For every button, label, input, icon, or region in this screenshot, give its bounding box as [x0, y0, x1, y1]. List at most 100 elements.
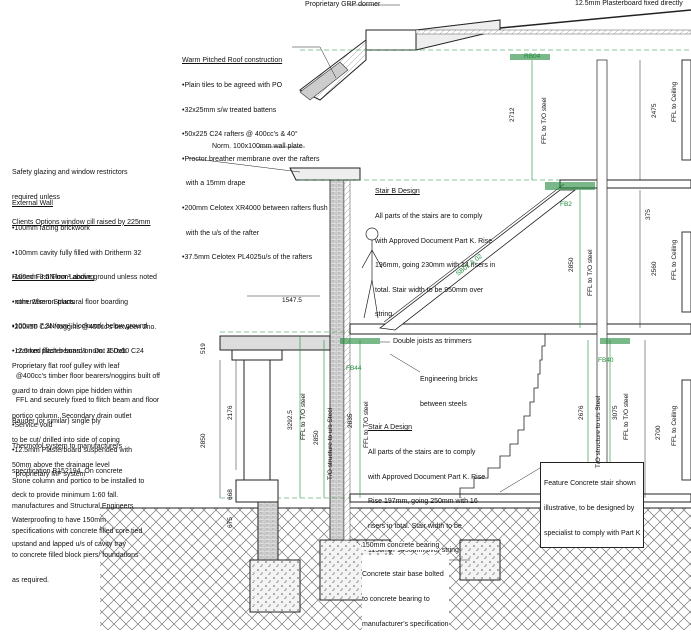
- bauder-line: specification B152194. On concrete: [12, 467, 123, 475]
- stair-b-line: string.: [375, 311, 395, 319]
- external-wall-line: otherwise on plans: [12, 298, 75, 306]
- portico-column: [243, 359, 271, 481]
- external-wall-heading: External Wall: [12, 200, 53, 208]
- dim-2850-mid: 2850: [568, 257, 575, 272]
- label-structure-a: T/O structure to u/s Steel: [327, 407, 334, 480]
- dim-2676: 2676: [578, 405, 585, 420]
- dim-2176: 2176: [227, 405, 234, 420]
- roof-tiles: [299, 61, 349, 101]
- external-wall-line: •100mm cavity fully filled with Dritherm…: [12, 249, 142, 257]
- roof-note-line: •50x225 C24 rafters @ 400cc's & 40°: [182, 131, 298, 139]
- roof-note: Warm Pitched Roof construction •Plain ti…: [182, 41, 328, 271]
- label-ffl-steel-mid: FFL to T/O steel: [587, 249, 594, 296]
- label-ffl-ceiling-mid: FFL to Ceiling: [671, 239, 678, 280]
- stair-b-line: total. Stair width to be 950mm over: [375, 286, 484, 294]
- dim-2712: 2712: [509, 107, 516, 122]
- dim-2475: 2475: [651, 103, 658, 118]
- tag-sb01: SB01 & 02: [455, 253, 484, 278]
- label-ffl-steel-top: FFL to T/O steel: [541, 97, 548, 144]
- dim-2850-col: 2850: [313, 430, 320, 445]
- bauder-line: upstand and lapped u/s of cavity tray: [12, 541, 127, 549]
- roof-note-heading: Warm Pitched Roof construction: [182, 57, 283, 65]
- raised-floor-line: proprietary MF system: [12, 471, 86, 479]
- person-figure: [361, 227, 383, 319]
- stone-column-line: manufactures and Structural Engineers: [12, 503, 134, 511]
- wall-plate-note: Norm. 100x100mm wall plate: [212, 143, 303, 150]
- bauder-line: deck to provide minimum 1:60 fall.: [12, 492, 119, 500]
- flat-roof-line: guard to drain down pipe hidden within: [12, 388, 132, 396]
- bauder-line: Waterproofing to have 150mm: [12, 516, 106, 524]
- feature-stair-line: illustrative, to be designed by: [544, 505, 635, 513]
- stone-column-note: Stone column and portico to be installed…: [12, 462, 144, 593]
- engineering-bricks-line: Engineering bricks: [420, 376, 478, 384]
- stair-a-note: Stair A Design All parts of the stairs a…: [368, 408, 485, 564]
- feature-stair-line: specialist to comply with Part K: [544, 529, 641, 537]
- stair-base-note: Concrete stair base bolted to concrete b…: [362, 555, 449, 637]
- window-low: [681, 379, 691, 481]
- stair-a-heading: Stair A Design: [368, 424, 412, 432]
- steel-beam-rb04: [510, 54, 550, 60]
- safety-note: Safety glazing and window restrictors re…: [12, 153, 151, 235]
- safety-line: Safety glazing and window restrictors: [12, 169, 128, 177]
- stair-base-line: Concrete stair base bolted: [362, 571, 444, 579]
- column-base: [235, 479, 279, 503]
- label-structure-b: T/O structure to u/s Steel: [595, 395, 602, 468]
- stair-b-line: All parts of the stairs are to comply: [375, 213, 483, 221]
- safety-line: required unless: [12, 194, 60, 202]
- flat-roof-line: to be cut/ drilled into side of coping: [12, 437, 120, 445]
- stair-a-line: All parts of the stairs are to comply: [368, 449, 476, 457]
- bauder-note: Bauder (or similar) single ply Thermofol…: [12, 402, 126, 558]
- tag-rb04: RB04: [524, 53, 541, 60]
- dim-668: 668: [227, 489, 234, 500]
- label-ffl-steel-a: FFL to T/O steel: [363, 401, 370, 448]
- window-mid: [681, 231, 691, 313]
- engineering-bricks-note: Engineering bricks between steels: [420, 360, 478, 417]
- column-foundation: [249, 559, 301, 613]
- label-ffl-ceiling-top: FFL to Ceiling: [671, 81, 678, 122]
- roof-note-line: •Plain tiles to be agreed with PO: [182, 82, 283, 90]
- feature-stair-line: Feature Concrete stair shown: [544, 480, 636, 488]
- stone-column-line: to concrete filled block piers/ foundati…: [12, 552, 139, 560]
- stair-base-line: to concrete bearing to: [362, 596, 430, 604]
- flat-roof-line: portico column. Secondary drain outlet: [12, 412, 132, 420]
- dim-519: 519: [200, 343, 207, 354]
- external-wall-line: •100mm 3.5N/mm² above ground unless note…: [12, 274, 157, 282]
- tag-fb2: FB2: [560, 201, 572, 208]
- bearing-note: 150mm concrete bearing: [362, 542, 440, 551]
- label-ffl-steel-low: FFL to T/O steel: [300, 393, 307, 440]
- stair-a: [459, 334, 546, 498]
- dim-3292: 3292.5: [287, 410, 294, 430]
- raised-floor-line: cranked flitch beams & nom. 150x50 C24: [12, 348, 144, 356]
- stair-a-line: Rise 197mm, going 250mm with 16: [368, 498, 478, 506]
- stair-b-string: [383, 183, 565, 323]
- top-right-label: 12.5mm Plasterboard fixed directly: [575, 0, 683, 7]
- raised-floor-heading: Raised First Floor Landing: [12, 274, 95, 282]
- dim-2700: 2700: [655, 425, 662, 440]
- upper-roof: [499, 9, 691, 29]
- raised-floor-note: Raised First Floor Landing •nom. 25mm St…: [12, 258, 160, 488]
- engineering-bricks-line: between steels: [420, 401, 467, 409]
- raised-floor-line: •nom. 25mm Structural floor boarding: [12, 299, 129, 307]
- roof-note-line: •37.5mm Celotex PL4025u/s of the rafters: [182, 254, 313, 262]
- flat-roof-line: 50mm above the drainage level: [12, 461, 110, 469]
- ground-floor-slab: [349, 493, 691, 503]
- raised-floor-line: •12.5mm Plasterboard suspended with: [12, 446, 132, 454]
- raised-floor-line: •200x50 C24 Noggins @400cc's between 2no…: [12, 323, 157, 331]
- top-label: Proprietary GRP dormer: [305, 1, 381, 8]
- label-ffl-steel-right: FFL to T/O steel: [623, 393, 630, 440]
- stair-b-note: Stair B Design All parts of the stairs a…: [375, 172, 495, 328]
- roof-deck: [415, 29, 691, 35]
- first-floor-slab: [349, 323, 691, 335]
- window-upper: [681, 59, 691, 161]
- raised-floor-line: FFL and securely fixed to flitch beam an…: [12, 397, 160, 405]
- stair-b-line: 196mm, going 230mm with 14 risers in: [375, 262, 496, 270]
- external-wall-line: •100mm facing brickwork: [12, 225, 90, 233]
- feature-stair-note: Feature Concrete stair shown illustrativ…: [540, 462, 645, 549]
- stair-base-line: manufacturer's specification: [362, 620, 449, 628]
- tag-fb44: FB44: [346, 365, 362, 372]
- flat-roof-note: Proprietary flat roof gulley with leaf g…: [12, 347, 132, 478]
- landing-b: [545, 182, 595, 190]
- double-joists-note: Double joists as trimmers: [393, 338, 472, 345]
- stair-a-line: risers in total. Stair width to be: [368, 522, 462, 530]
